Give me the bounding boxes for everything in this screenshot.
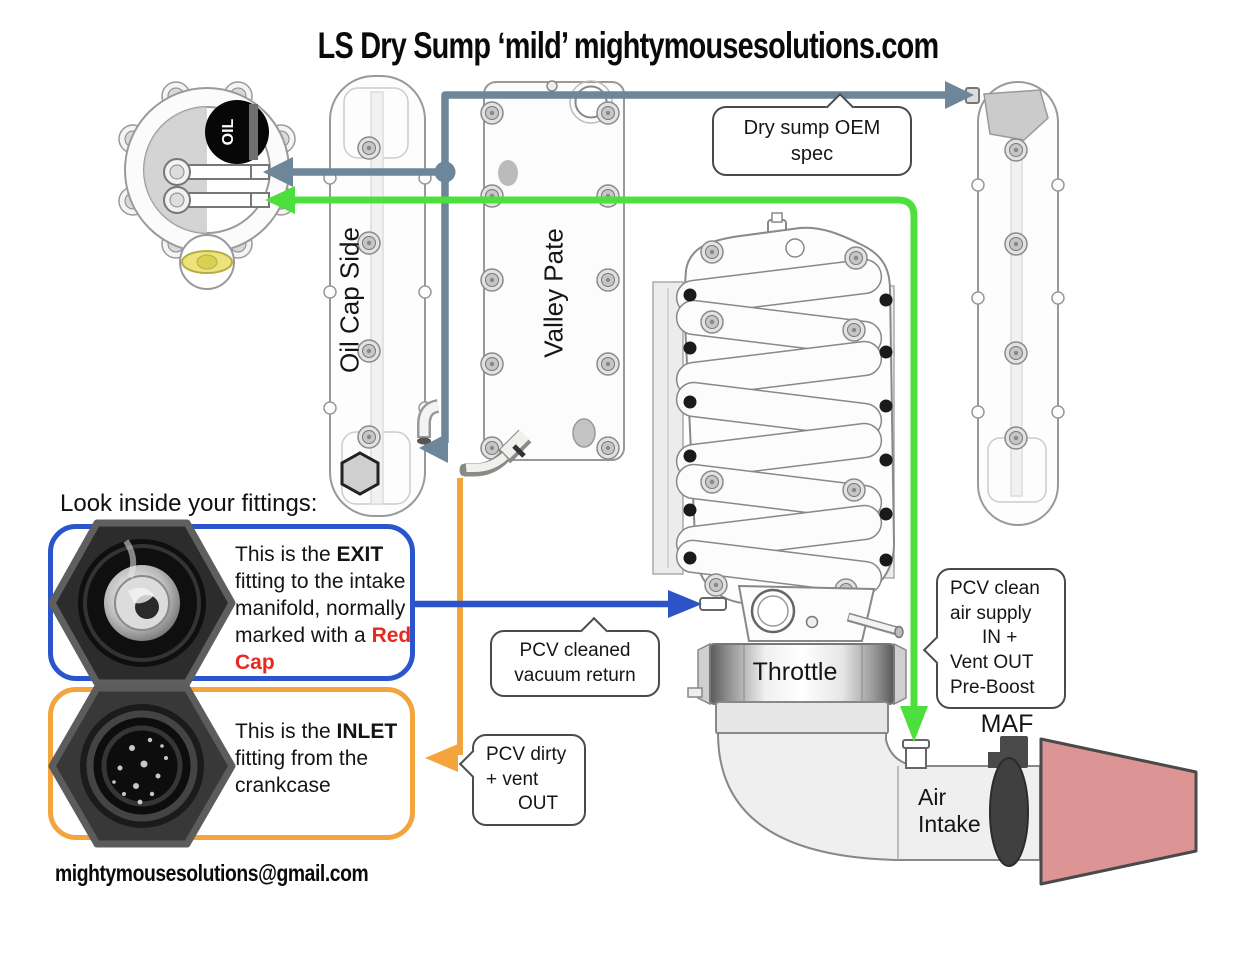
oem-fitting-boss bbox=[983, 89, 1049, 141]
inlet-fitting-photo bbox=[48, 684, 236, 848]
oil-cap-cover: OIL bbox=[118, 81, 296, 290]
inlet-text-rest: fitting from the crankcase bbox=[235, 747, 369, 797]
exit-fitting-photo bbox=[48, 519, 236, 687]
throttle-label: Throttle bbox=[752, 658, 838, 686]
gray-junction-dot bbox=[434, 161, 456, 183]
page-title: LS Dry Sump ‘mild’ mightymousesolutions.… bbox=[317, 25, 939, 66]
valley-plate bbox=[459, 80, 625, 477]
exit-text-lead: This is the bbox=[235, 543, 337, 566]
callout-dry-sump-text: Dry sump OEM spec bbox=[743, 117, 881, 165]
valve-cover-left bbox=[323, 75, 440, 517]
hose-blue-pcv-return bbox=[413, 590, 702, 618]
hose-green-clean-air bbox=[265, 186, 928, 742]
exit-text-rest: fitting to the intake manifold, normally… bbox=[235, 570, 406, 647]
air-intake-line: Air bbox=[918, 784, 947, 810]
oil-cap-side-label: Oil Cap Side bbox=[334, 227, 365, 373]
valley-plate-pcv-fitting bbox=[459, 429, 532, 477]
valve-cover-right bbox=[965, 81, 1065, 526]
valley-plate-label: Valley Pate bbox=[538, 228, 569, 358]
fittings-heading: Look inside your fittings: bbox=[60, 490, 318, 517]
hose-orange-pcv-dirty bbox=[425, 478, 463, 772]
callout-line: IN + bbox=[982, 627, 1018, 649]
callout-line: OUT bbox=[518, 793, 559, 815]
inlet-speckles bbox=[112, 737, 168, 805]
callout-pcv-dirty: PCV dirty + vent OUT bbox=[458, 734, 586, 827]
hose-gray-dry-sump bbox=[263, 81, 974, 463]
callout-line: PCV dirty bbox=[486, 744, 567, 765]
green-arrowhead-oilcap bbox=[265, 186, 295, 214]
red-cap-text: Red Cap bbox=[235, 624, 412, 674]
inlet-fitting-box: This is the INLET fitting from the crank… bbox=[48, 684, 415, 848]
gray-arrowhead-oilcap bbox=[263, 157, 293, 187]
callout-pcv-clean: PCV clean air supply IN + Vent OUT Pre-B… bbox=[922, 568, 1066, 710]
orange-arrowhead bbox=[425, 744, 458, 772]
exit-fitting-box: This is the EXIT fitting to the intake m… bbox=[48, 519, 417, 687]
manifold-bolts-dark bbox=[683, 288, 893, 567]
intake-manifold bbox=[652, 212, 904, 642]
throttle-body bbox=[687, 642, 907, 706]
exit-text-bold: EXIT bbox=[336, 543, 384, 566]
green-arrowhead-tube bbox=[900, 706, 928, 742]
oil-fill-cap: OIL bbox=[205, 100, 269, 164]
blue-arrowhead-manifold bbox=[668, 590, 702, 618]
callout-line: air supply bbox=[950, 602, 1032, 624]
callout-line: Vent OUT bbox=[950, 652, 1034, 674]
manifold-runners bbox=[675, 258, 883, 595]
inlet-text-lead: This is the bbox=[235, 720, 337, 743]
exit-fitting-text: This is the EXIT fitting to the intake m… bbox=[235, 541, 417, 676]
throttle-flange bbox=[699, 584, 904, 642]
intake-elbow-tube bbox=[715, 701, 1198, 886]
tube-pcv-nipple bbox=[902, 739, 930, 769]
gray-arrowhead-right bbox=[945, 81, 974, 109]
cone-filter bbox=[1039, 737, 1198, 886]
hex-plug bbox=[340, 451, 380, 496]
callout-pcv-cleaned: PCV cleaned vacuum return bbox=[490, 616, 660, 698]
valve-cover-elbow-fitting bbox=[417, 399, 440, 445]
callout-line: PCV cleaned bbox=[519, 640, 631, 661]
callout-line: Pre-Boost bbox=[950, 676, 1035, 698]
inlet-fitting-text: This is the INLET fitting from the crank… bbox=[235, 718, 403, 799]
inlet-text-bold: INLET bbox=[336, 720, 398, 743]
contact-email: mightymousesolutions@gmail.com bbox=[55, 860, 369, 886]
air-intake-line: Intake bbox=[918, 811, 981, 837]
dipstick-latch bbox=[179, 234, 235, 290]
callout-line: vacuum return bbox=[514, 664, 636, 686]
gray-arrowhead-valvecover bbox=[419, 433, 448, 463]
callout-dry-sump-oem: Dry sump OEM spec bbox=[712, 92, 912, 176]
breather-fitting-bottom bbox=[163, 186, 270, 214]
callout-line: + vent bbox=[486, 768, 539, 790]
air-intake-label: Air Intake bbox=[918, 784, 981, 838]
oil-cap-label: OIL bbox=[220, 118, 237, 145]
manifold-pcv-nipple bbox=[699, 597, 727, 611]
maf-label: MAF bbox=[980, 710, 1034, 738]
callout-line: PCV clean bbox=[950, 578, 1040, 599]
maf-sensor bbox=[988, 736, 1029, 867]
